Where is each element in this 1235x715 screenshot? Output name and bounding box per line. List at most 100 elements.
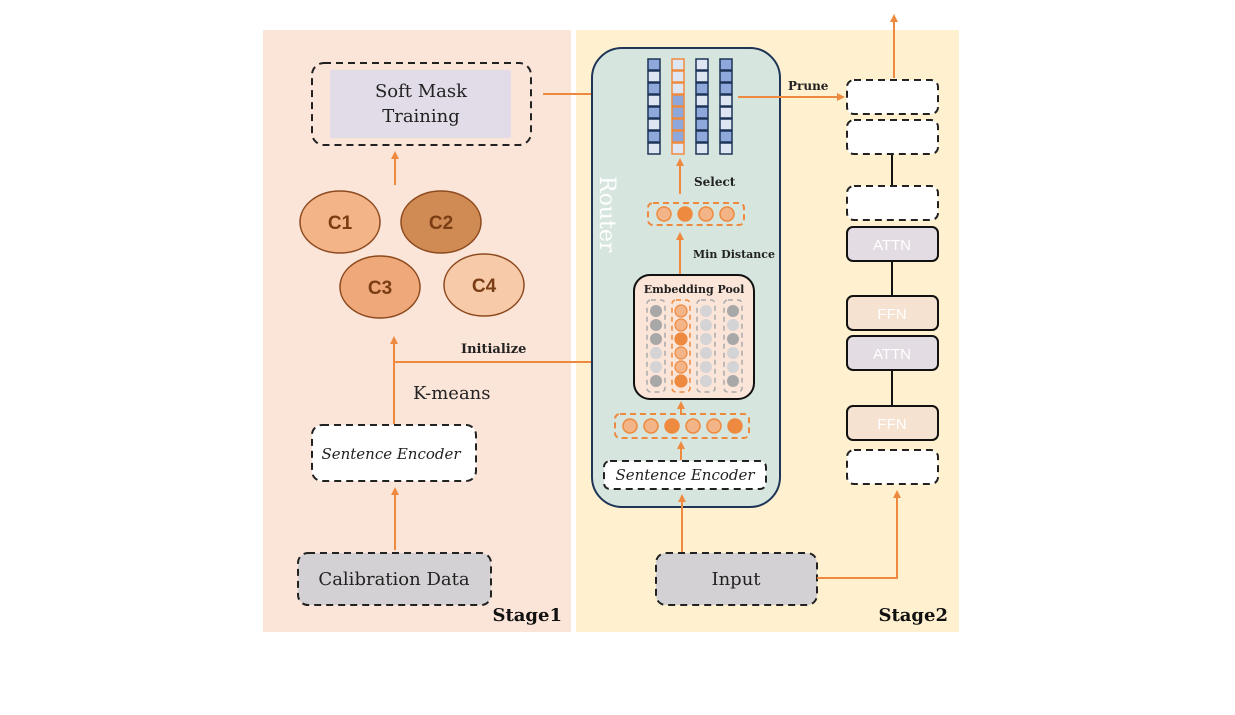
cluster-c1: C1 <box>299 190 381 254</box>
attn-box <box>846 335 939 371</box>
cluster-c4: C4 <box>443 253 525 317</box>
pool-column-frame <box>671 299 691 393</box>
router-label: Router <box>594 176 619 253</box>
kmeans-label: K-means <box>413 383 491 404</box>
cluster-c3: C3 <box>339 255 421 319</box>
pool-column-3 <box>696 299 716 393</box>
mask-cell <box>647 70 661 83</box>
pool-embedding <box>727 347 739 359</box>
pool-embedding <box>674 332 688 346</box>
mask-cell <box>719 82 733 95</box>
mask-cell <box>719 58 733 71</box>
selector-dot <box>698 206 714 222</box>
cluster-ellipse <box>400 190 482 254</box>
mask-cell <box>647 82 661 95</box>
mask-cell <box>719 130 733 143</box>
pool-column-4 <box>723 299 743 393</box>
mask-cell <box>647 142 661 155</box>
soft-mask-training-box: Soft Mask Training <box>311 62 532 146</box>
pool-column-frame <box>723 299 743 393</box>
attn-label: ATTN <box>873 346 911 363</box>
stage2-label: Stage2 <box>878 605 948 626</box>
mask-cell <box>719 118 733 131</box>
mask-cell <box>671 70 685 83</box>
embedding-dot <box>685 418 701 434</box>
pool-embedding <box>650 333 662 345</box>
pool-embedding <box>727 319 739 331</box>
layer-attn-4: ATTN <box>846 226 939 262</box>
embedding-dot <box>706 418 722 434</box>
cluster-c2: C2 <box>400 190 482 254</box>
attn-box <box>846 226 939 262</box>
mask-cell <box>719 142 733 155</box>
mask-column-3 <box>695 58 709 155</box>
mask-cell <box>671 142 685 155</box>
mask-matrix <box>647 58 733 155</box>
selector-dot <box>719 206 735 222</box>
pruned-layer-box <box>846 449 939 485</box>
mask-cell <box>671 94 685 107</box>
pool-column-frame <box>696 299 716 393</box>
embedding-pool-columns <box>646 299 743 393</box>
cluster-label: C3 <box>368 278 392 299</box>
ffn-box <box>846 405 939 441</box>
mask-cell <box>695 130 709 143</box>
pool-column-1 <box>646 299 666 393</box>
mask-cell <box>647 58 661 71</box>
pool-column-2 <box>671 299 691 393</box>
layer-ffn-5: FFN <box>846 295 939 331</box>
pool-embedding <box>727 375 739 387</box>
pool-embedding <box>650 361 662 373</box>
stage1-label: Stage1 <box>492 605 562 626</box>
mask-cell <box>695 70 709 83</box>
mask-cell <box>671 130 685 143</box>
pool-embedding <box>650 375 662 387</box>
cluster-ellipse <box>443 253 525 317</box>
mask-cell <box>695 118 709 131</box>
soft-mask-line2: Training <box>382 106 460 127</box>
layer-stack: ATTN FFN ATTN FFN <box>846 79 939 485</box>
sentence-encoder-box-stage1: Sentence Encoder <box>311 424 477 482</box>
pool-embedding <box>727 305 739 317</box>
sentence-encoder-label-stage1: Sentence Encoder <box>321 445 461 463</box>
pool-embedding <box>700 347 712 359</box>
pool-embedding <box>650 319 662 331</box>
pruned-layer-box <box>846 79 939 115</box>
pool-embedding <box>700 319 712 331</box>
embedding-dots-frame <box>614 413 750 439</box>
sentence-encoder-label-stage2: Sentence Encoder <box>615 466 755 484</box>
pruned-layer-box <box>846 119 939 155</box>
calibration-data-label: Calibration Data <box>318 569 469 590</box>
pruned-layer-box <box>846 185 939 221</box>
cluster-ellipse <box>299 190 381 254</box>
mask-column-2 <box>671 58 685 155</box>
mask-cell <box>647 106 661 119</box>
mask-cell <box>671 82 685 95</box>
soft-mask-line1: Soft Mask <box>375 81 468 102</box>
ffn-label: FFN <box>877 416 906 433</box>
mask-cell <box>695 94 709 107</box>
arrow-input-to-layers <box>817 490 901 579</box>
mask-cell <box>719 70 733 83</box>
embedding-dots <box>622 418 743 434</box>
pool-embedding <box>727 361 739 373</box>
pool-embedding <box>674 360 688 374</box>
cluster-label: C2 <box>429 213 453 234</box>
initialize-label: Initialize <box>461 342 526 357</box>
layer-pruned-8 <box>846 449 939 485</box>
mask-cell <box>695 82 709 95</box>
ffn-label: FFN <box>877 306 906 323</box>
mask-cell <box>719 94 733 107</box>
pool-embedding <box>674 346 688 360</box>
ffn-box <box>846 295 939 331</box>
layer-pruned-2 <box>846 119 939 155</box>
mask-column-1 <box>647 58 661 155</box>
mask-cell <box>647 130 661 143</box>
embedding-dot <box>643 418 659 434</box>
mask-cell <box>671 106 685 119</box>
cluster-ellipse <box>339 255 421 319</box>
selector-dot <box>677 206 693 222</box>
prune-label: Prune <box>788 79 829 93</box>
layer-attn-6: ATTN <box>846 335 939 371</box>
